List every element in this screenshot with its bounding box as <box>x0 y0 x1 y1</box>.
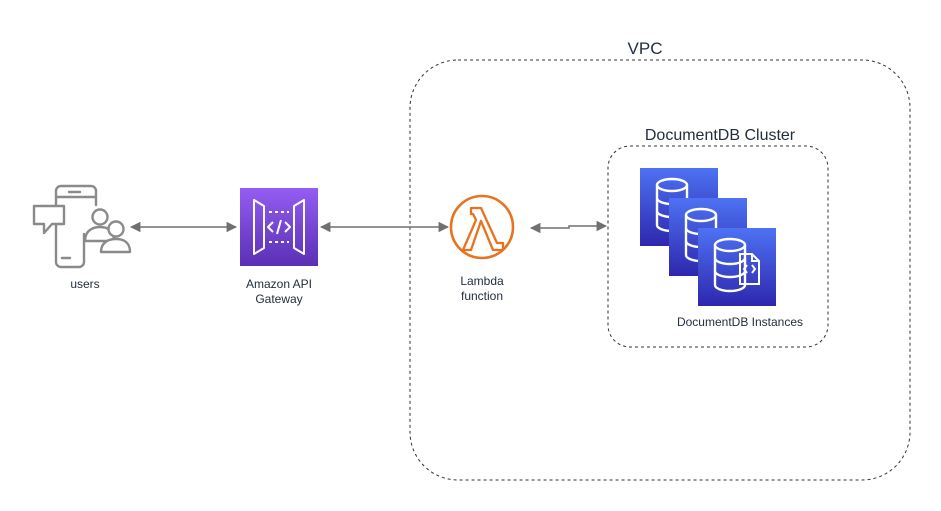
documentdb-instances-label: DocumentDB Instances <box>676 315 804 329</box>
arrow-lambda-to-documentdb <box>529 220 608 234</box>
api-gateway-label-line1: Amazon API <box>245 277 313 291</box>
lambda-function-label-line2: function <box>460 289 504 303</box>
documentdb-instance-icon <box>696 226 778 308</box>
api-gateway-label: Amazon API Gateway <box>224 277 334 307</box>
lambda-function-icon <box>449 194 515 260</box>
lambda-function-label: Lambda function <box>442 274 522 304</box>
documentdb-cluster-label: DocumentDB Cluster <box>644 127 796 144</box>
users-label: users <box>70 277 100 291</box>
users-icon <box>32 184 132 269</box>
api-gateway-label-line2: Gateway <box>255 292 303 306</box>
documentdb-cluster-boundary <box>607 145 829 348</box>
vpc-label: VPC <box>627 39 663 58</box>
vpc-boundary <box>409 59 911 481</box>
api-gateway-icon <box>240 188 318 266</box>
lambda-function-label-line1: Lambda <box>460 274 504 288</box>
